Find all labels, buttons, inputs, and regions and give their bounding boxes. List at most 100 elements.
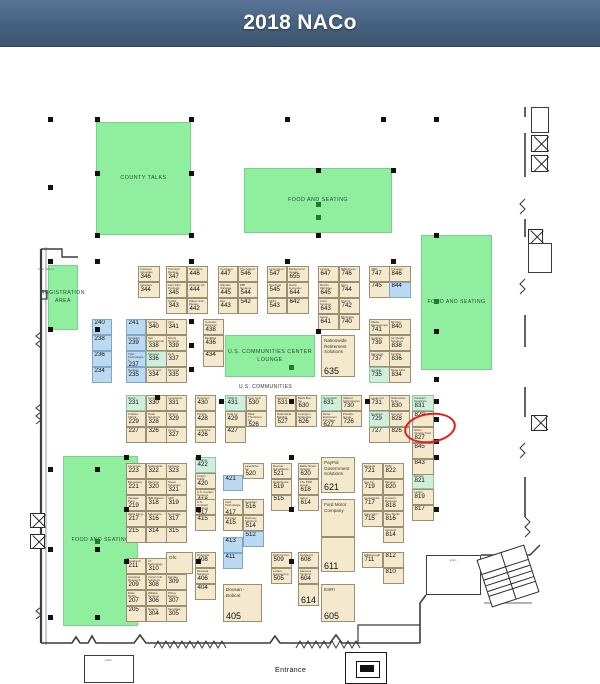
selection-handle[interactable]: [48, 259, 53, 264]
booth-411[interactable]: 411: [223, 553, 243, 569]
selection-handle[interactable]: [434, 329, 439, 334]
zone-food-and-seating-right[interactable]: FOOD AND SEATING: [421, 235, 492, 370]
selection-handle[interactable]: [48, 327, 53, 332]
selection-handle[interactable]: [189, 171, 194, 176]
booth-844[interactable]: 844: [389, 282, 411, 298]
booth-614b[interactable]: 614: [298, 584, 319, 606]
selection-handle[interactable]: [95, 233, 100, 238]
selection-handle[interactable]: [285, 259, 290, 264]
selection-handle[interactable]: [289, 365, 294, 370]
booth-745[interactable]: 745: [369, 282, 390, 298]
selection-handle[interactable]: [95, 171, 100, 176]
selection-handle[interactable]: [124, 507, 129, 512]
booth-817[interactable]: 817: [412, 505, 434, 521]
selection-handle[interactable]: [48, 185, 53, 190]
selection-handle[interactable]: [219, 399, 224, 404]
booth-845[interactable]: 845: [412, 443, 434, 459]
selection-handle[interactable]: [316, 168, 321, 173]
selection-handle[interactable]: [189, 117, 194, 122]
selection-handle[interactable]: [434, 455, 439, 460]
selection-handle[interactable]: [391, 259, 396, 264]
booth-843[interactable]: 843: [412, 459, 434, 475]
booth-236[interactable]: 236: [92, 351, 112, 367]
ofo-booth[interactable]: Ofo: [166, 552, 193, 574]
selection-handle[interactable]: [124, 559, 129, 564]
selection-handle[interactable]: [155, 395, 160, 400]
zone-food-and-seating-top[interactable]: FOOD AND SEATING: [244, 168, 392, 233]
booth-542[interactable]: 542: [238, 298, 258, 314]
selection-handle[interactable]: [316, 233, 321, 238]
selection-handle[interactable]: [95, 259, 100, 264]
booth-812[interactable]: 812: [383, 552, 404, 568]
selection-handle[interactable]: [196, 507, 201, 512]
booth-238[interactable]: 238: [92, 335, 112, 351]
selection-handle[interactable]: [434, 439, 439, 444]
booth-515[interactable]: 515: [271, 495, 292, 511]
zone-county-talks[interactable]: COUNTY TALKS: [96, 122, 191, 235]
booth-810[interactable]: 810: [383, 568, 404, 584]
selection-handle[interactable]: [196, 559, 201, 564]
ford-motor-company[interactable]: Ford Motor Company: [321, 499, 355, 537]
selection-handle[interactable]: [285, 117, 290, 122]
selection-handle[interactable]: [434, 399, 439, 404]
selection-handle[interactable]: [48, 547, 53, 552]
booth-611[interactable]: 611: [321, 537, 355, 572]
selection-handle[interactable]: [289, 507, 294, 512]
booth-829[interactable]: 829: [412, 411, 434, 427]
booth-427[interactable]: 427: [225, 427, 246, 443]
